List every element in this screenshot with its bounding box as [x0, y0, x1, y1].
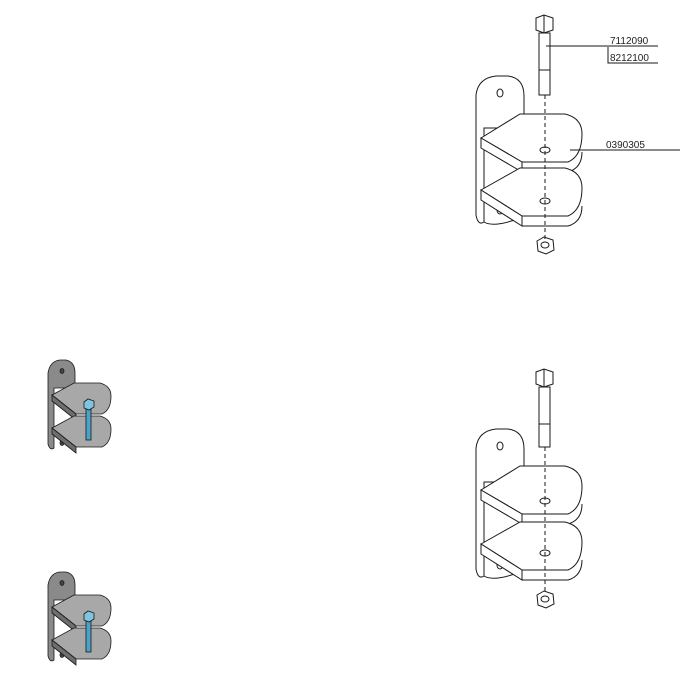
assembled-bracket-thumbnail-2: [47, 571, 112, 666]
hex-bolt-icon: [535, 14, 554, 96]
double-plate-bracket-icon: [475, 428, 583, 581]
callout-bolt-primary: 7112090: [610, 36, 649, 47]
exploded-view-top: [475, 14, 680, 255]
bolt-head-shaded: [83, 610, 95, 623]
hex-nut-icon: [536, 590, 555, 609]
bolt-head-shaded: [83, 398, 95, 411]
callout-bracket: 0390305: [606, 140, 645, 151]
hex-nut-icon: [536, 236, 555, 255]
bolt-shaft-shaded: [85, 405, 92, 441]
leader-bracket-alt: [607, 47, 658, 64]
assembled-bracket-thumbnail-1: [47, 359, 112, 454]
callout-bolt-alt: 8212100: [610, 53, 649, 64]
bolt-shaft-shaded: [85, 617, 92, 653]
double-plate-bracket-icon: [475, 75, 583, 227]
hex-bolt-icon: [535, 368, 554, 448]
exploded-view-bottom: [475, 368, 583, 609]
